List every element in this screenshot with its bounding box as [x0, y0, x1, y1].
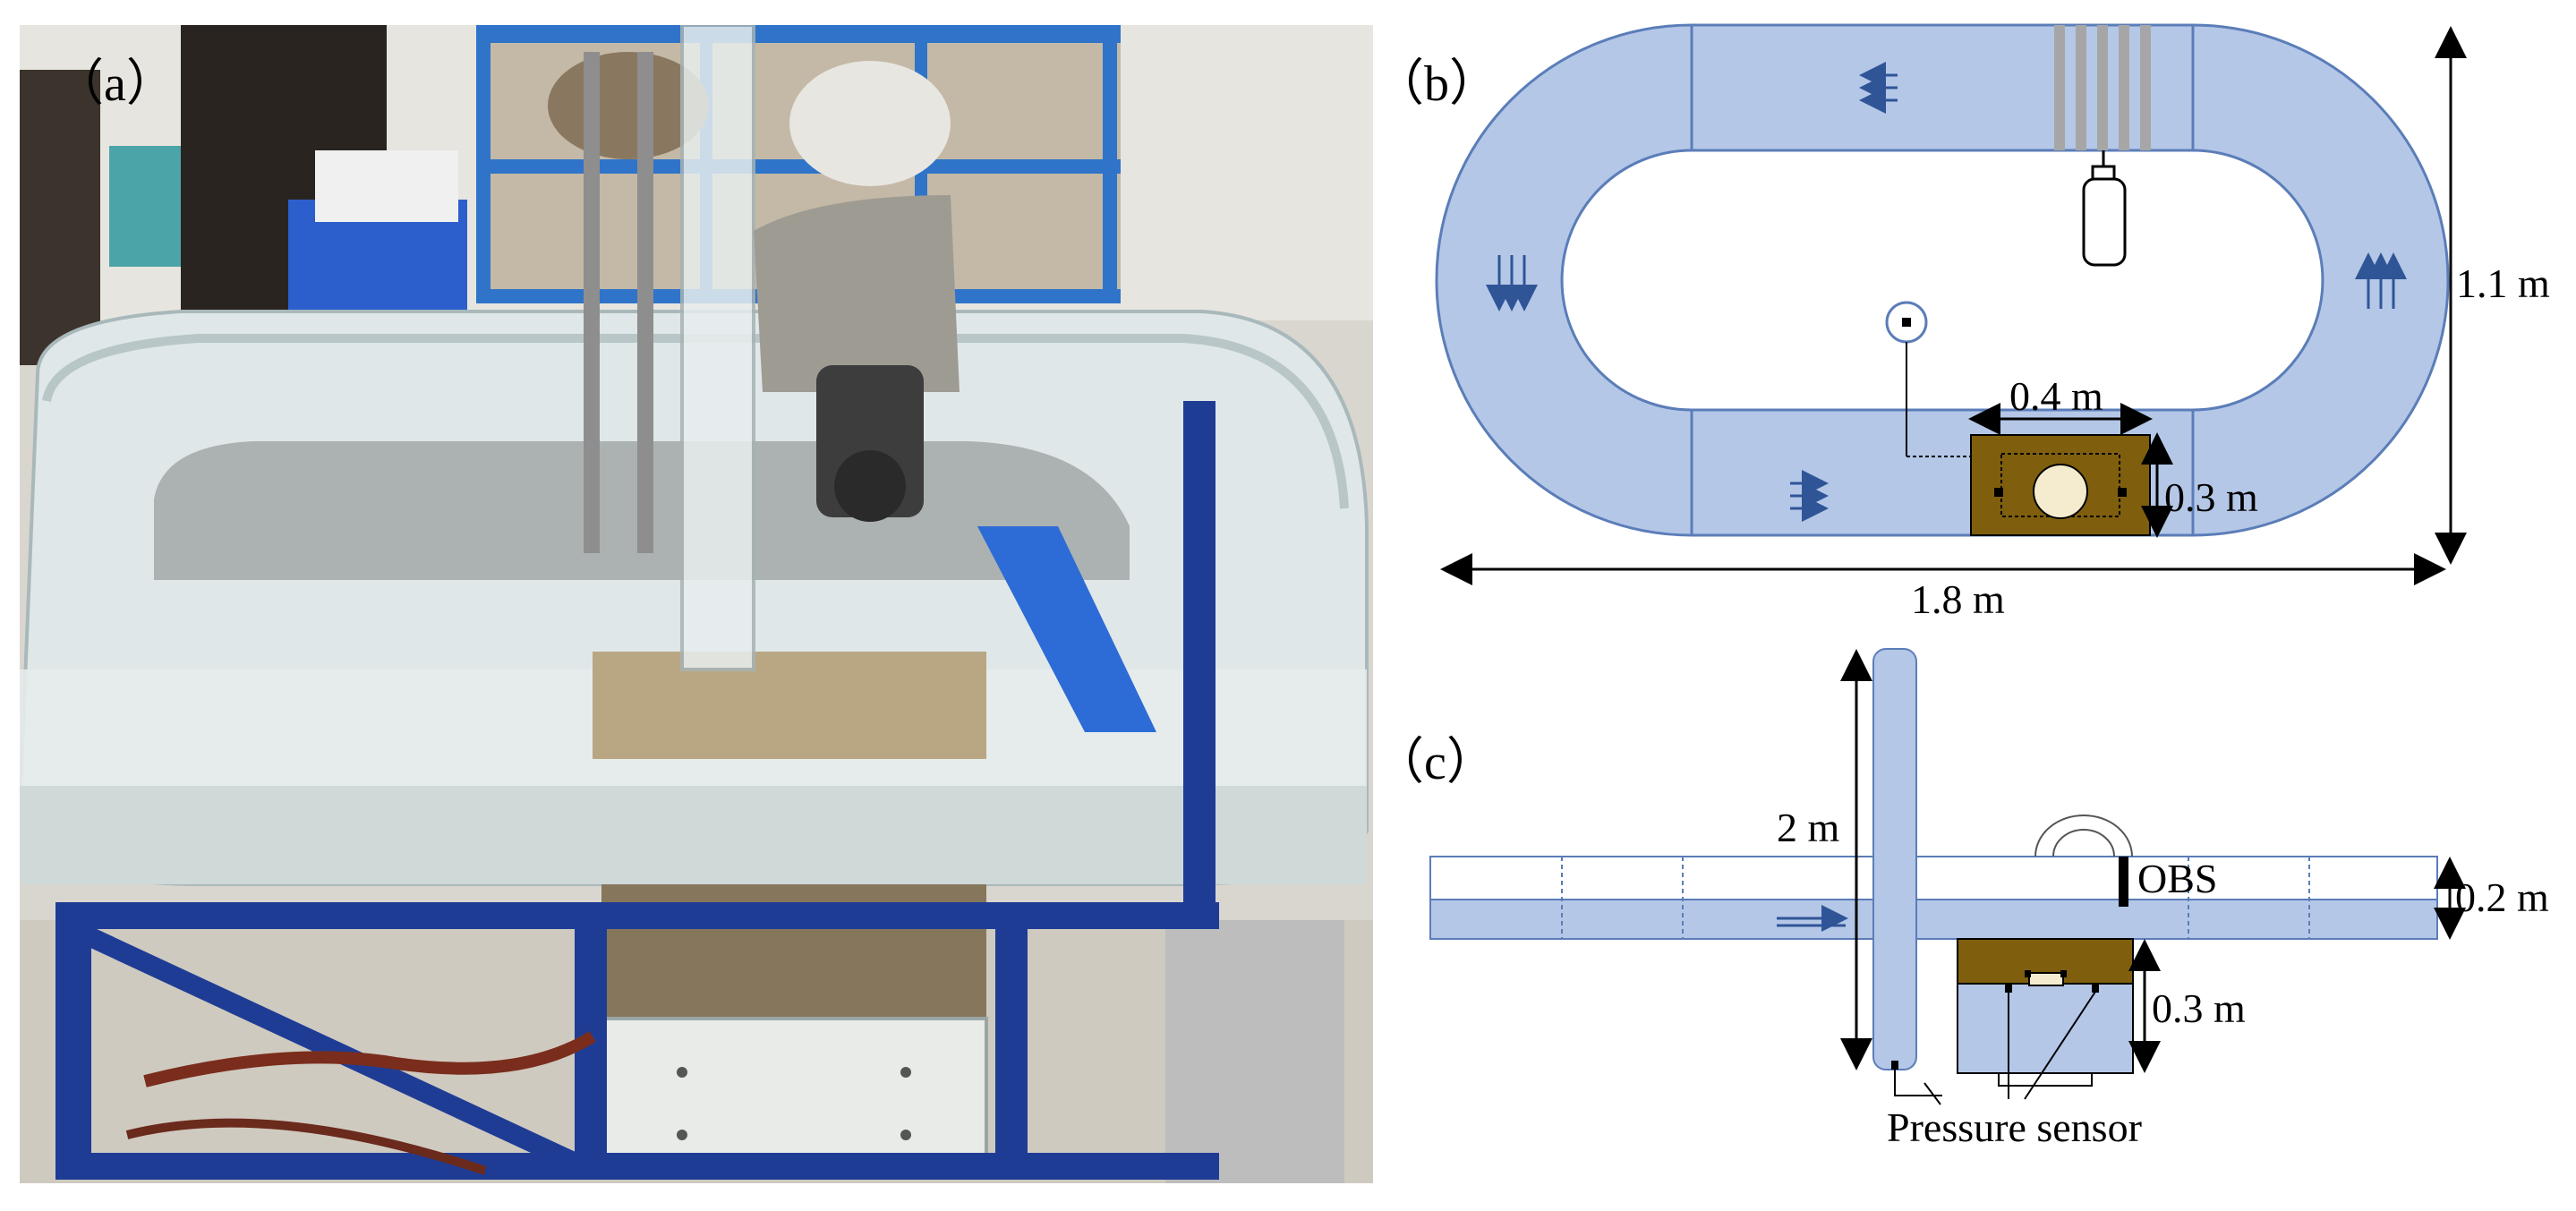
channel-inner	[1560, 149, 2324, 412]
photo-panel	[17, 23, 1373, 1183]
dim-box-side-label: 0.3 m	[2152, 985, 2246, 1031]
dim-box-height-label: 0.3 m	[2164, 474, 2258, 520]
paddle-wheel	[2054, 25, 2151, 150]
motor-icon	[2082, 177, 2127, 267]
flume-photo	[17, 23, 1373, 1183]
flow-arrows-plan	[1486, 62, 2407, 522]
pressure-sensor-label: Pressure sensor	[1887, 1104, 2142, 1150]
panel-c-label: （c）	[1374, 735, 1497, 790]
racetrack-plan: 0.4 m 0.3 m 1.1 m 1.8 m	[1435, 23, 2550, 622]
obs-label: OBS	[2137, 856, 2217, 901]
side-view: 2 m OBS 0.2 m 0.3 m Pressure sensor	[1429, 648, 2549, 1150]
dim-channel-label: 0.2 m	[2455, 874, 2549, 920]
obs-sensor-icon	[2119, 857, 2128, 907]
vertical-column	[1872, 648, 1917, 1070]
dim-box-width-label: 0.4 m	[2009, 373, 2103, 419]
panel-a-label: （a）	[54, 56, 176, 112]
dim-height-label: 1.1 m	[2456, 260, 2550, 306]
dim-width-label: 1.8 m	[1911, 576, 2005, 622]
channel-side	[1429, 899, 2438, 940]
panel-b-label: （b）	[1374, 56, 1499, 112]
dim-column-label: 2 m	[1777, 805, 1840, 850]
